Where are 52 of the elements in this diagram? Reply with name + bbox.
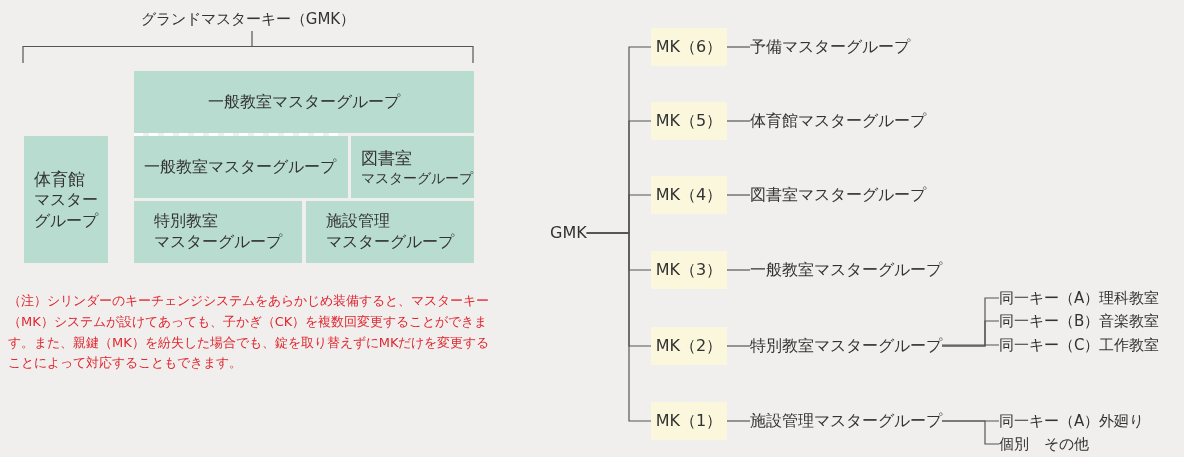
heading: グランドマスターキー（GMK） <box>139 9 357 30</box>
node-label: 同一キー（C）工作教室 <box>999 335 1160 355</box>
box-label: 施設管理 <box>326 211 391 232</box>
box-label: 一般教室マスターグループ <box>208 91 400 113</box>
key-box <box>651 327 727 365</box>
node-label: 同一キー（A）外廻り <box>999 411 1145 431</box>
group-box <box>134 71 474 133</box>
node-label: 個別 その他 <box>999 434 1089 454</box>
connector-line <box>726 194 751 196</box>
box-label: 図書室 <box>361 146 413 169</box>
key-label: MK（6） <box>655 36 723 58</box>
node-label: GMK <box>550 223 587 243</box>
connector-line <box>941 344 1000 346</box>
group-box <box>134 201 302 263</box>
key-box <box>651 28 727 66</box>
key-box <box>651 102 727 140</box>
connector-line <box>586 232 652 422</box>
group-box <box>306 201 474 263</box>
box-label: マスターグループ <box>34 189 100 232</box>
key-box <box>651 402 727 440</box>
box-label: マスターグループ <box>154 232 284 253</box>
key-box <box>651 176 727 214</box>
node-label: 予備マスターグループ <box>750 37 910 57</box>
connector-line <box>726 420 751 422</box>
box-label: マスターグループ <box>326 232 456 253</box>
node-label: 施設管理マスターグループ <box>750 411 942 431</box>
connector-line <box>726 269 751 271</box>
box-label: マスターグループ <box>361 168 474 188</box>
node-label: 図書室マスターグループ <box>750 185 926 205</box>
node-label: 同一キー（B）音楽教室 <box>999 311 1160 331</box>
key-label: MK（1） <box>655 410 723 432</box>
connector-line <box>941 420 1000 445</box>
key-label: MK（2） <box>655 335 723 357</box>
box-label: 体育館 <box>34 167 86 190</box>
note-text: （注）シリンダーのキーチェンジシステムをあらかじめ装備すると、マスターキー（MK）システムが設けてあっても、子かぎ（CK）を複数回変更することができます。また、親鍵（MK）を紛失した場合でも、錠を取り替えずにMKだけを変更することによって対応することもできます。 <box>8 292 491 373</box>
box-label: 特別教室 <box>154 211 219 232</box>
node-label: 同一キー（A）理科教室 <box>999 288 1160 308</box>
connector-line <box>941 320 1000 347</box>
box-label: 一般教室マスターグループ <box>144 156 338 178</box>
connector-line <box>726 46 751 48</box>
node-label: 体育館マスターグループ <box>750 111 926 131</box>
connector-line <box>726 120 751 122</box>
key-label: MK（5） <box>655 110 723 132</box>
key-box <box>651 251 727 289</box>
group-box <box>134 136 348 198</box>
key-label: MK（3） <box>655 259 723 281</box>
connector-line <box>726 345 751 347</box>
node-label: 一般教室マスターグループ <box>750 260 942 280</box>
key-label: MK（4） <box>655 184 723 206</box>
group-box <box>24 136 108 263</box>
node-label: 特別教室マスターグループ <box>750 336 942 356</box>
group-box <box>351 136 474 198</box>
